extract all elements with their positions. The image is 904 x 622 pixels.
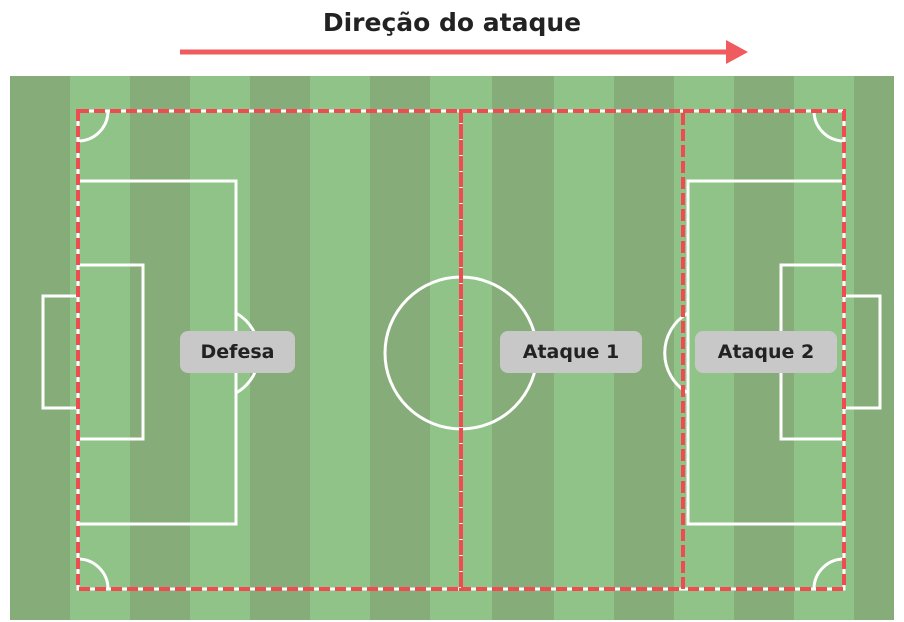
attack-direction-title: Direção do ataque <box>322 8 582 37</box>
corner-arc-bottom-right <box>812 557 845 590</box>
zone-label-ataque-2: Ataque 2 <box>695 331 837 373</box>
corner-arc-bottom-left <box>77 557 110 590</box>
attack-direction-arrow <box>180 40 748 64</box>
zone-label-ataque-1: Ataque 1 <box>500 331 642 373</box>
zone-border-ataque-2 <box>681 109 846 591</box>
corner-arc-top-right <box>812 110 845 143</box>
zone-borders <box>76 109 846 591</box>
right-penalty-arc <box>663 311 689 395</box>
zone-border-ataque-1 <box>459 109 685 591</box>
zone-border-defesa <box>76 109 463 591</box>
corner-arc-top-left <box>77 110 110 143</box>
zone-label-defesa: Defesa <box>180 331 295 373</box>
